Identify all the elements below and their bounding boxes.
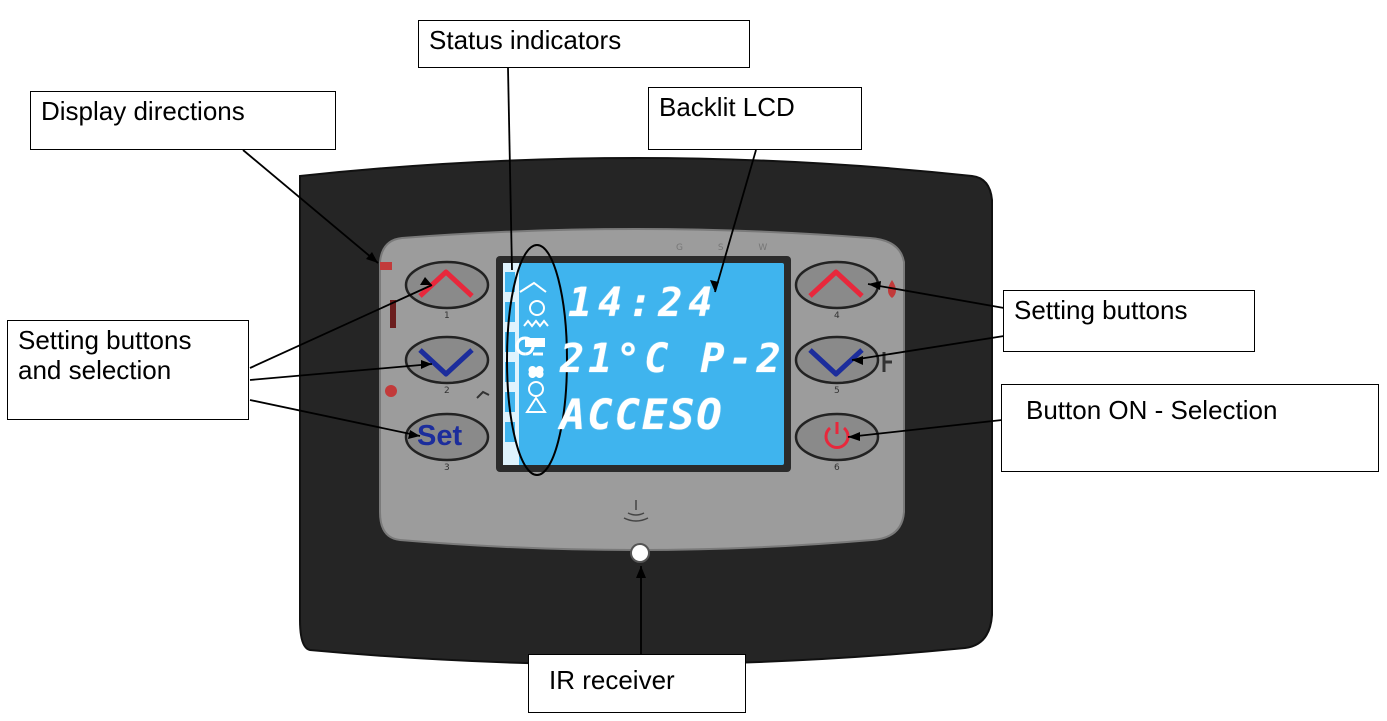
power-button[interactable] [796, 414, 878, 460]
switch-icon [519, 281, 547, 293]
callout-arrowheads [366, 252, 881, 578]
label-ir-receiver-text: IR receiver [549, 665, 675, 695]
callout-leaders [242, 67, 1005, 654]
button-number-4: 4 [834, 311, 840, 321]
right-up-button[interactable] [796, 262, 878, 308]
leader-display-directions [242, 149, 379, 264]
power-icon [824, 422, 850, 449]
label-display-directions: Display directions [30, 91, 336, 150]
tap-icon [476, 390, 490, 399]
status-indicators-highlight [506, 244, 568, 476]
left-up-button-shape [404, 260, 490, 310]
fan-icon [528, 381, 544, 397]
lcd-top-ticks: G S W [676, 243, 784, 253]
right-power-button-shape [794, 412, 880, 462]
left-up-arrow-icon [418, 269, 474, 298]
flower-icon [528, 365, 544, 379]
leader-setting-down [851, 335, 1005, 361]
left-up-button[interactable] [406, 262, 488, 308]
heat-icon [523, 319, 549, 328]
left-set-button-shape [404, 412, 490, 462]
label-backlit-lcd: Backlit LCD [648, 87, 862, 150]
label-setting-buttons: Setting buttons [1003, 290, 1255, 352]
label-button-on-selection-text: Button ON - Selection [1026, 395, 1278, 425]
label-button-on-selection: Button ON - Selection [1001, 384, 1379, 472]
leader-backlit-lcd [714, 149, 757, 293]
label-status-indicators-text: Status indicators [429, 25, 622, 55]
left-down-arrow-icon [418, 348, 474, 377]
status-icon-column [515, 281, 549, 413]
right-down-arrow-icon [808, 348, 864, 377]
label-setting-buttons-text: Setting buttons [1014, 295, 1188, 325]
button-number-6: 6 [834, 463, 840, 473]
button-number-2: 2 [444, 386, 450, 396]
lcd-state: ACCESO [560, 390, 724, 439]
button-number-3: 3 [444, 463, 450, 473]
button-number-5: 5 [834, 386, 840, 396]
left-down-button[interactable] [406, 337, 488, 383]
warning-icon [525, 396, 547, 413]
label-setting-buttons-selection-line1: Setting buttons [18, 325, 192, 355]
set-button-label: Set [417, 420, 463, 452]
small-red-indicator-icon [380, 262, 392, 270]
button-number-1: 1 [444, 311, 450, 321]
right-down-button-shape [794, 335, 880, 385]
leader-status-indicators [507, 67, 513, 271]
label-backlit-lcd-text: Backlit LCD [659, 92, 795, 122]
right-up-arrow-icon [808, 269, 864, 298]
label-setting-buttons-selection-line2: and selection [18, 355, 172, 385]
leader-button-on [847, 419, 1003, 438]
lcd-screen [503, 263, 784, 465]
label-ir-receiver: IR receiver [528, 654, 746, 713]
lcd-time: 14:24 [568, 280, 719, 326]
label-setting-buttons-selection: Setting buttons and selection [7, 320, 249, 420]
right-down-button[interactable] [796, 337, 878, 383]
pump-icon [515, 336, 543, 356]
ir-signal-icon [623, 500, 649, 522]
leader-selection-down [249, 363, 433, 381]
label-display-directions-text: Display directions [41, 96, 245, 126]
label-status-indicators: Status indicators [418, 20, 750, 68]
set-button[interactable] [406, 414, 488, 460]
lcd-temperature-program: 21°C P-2 [560, 336, 785, 382]
left-down-button-shape [404, 335, 490, 385]
leader-setting-up [867, 283, 1005, 309]
clock-icon [529, 300, 545, 316]
leader-selection-up [249, 284, 433, 369]
ir-receiver-lens [630, 543, 650, 563]
alarm-icon [385, 385, 397, 397]
leader-selection-set [249, 399, 421, 437]
